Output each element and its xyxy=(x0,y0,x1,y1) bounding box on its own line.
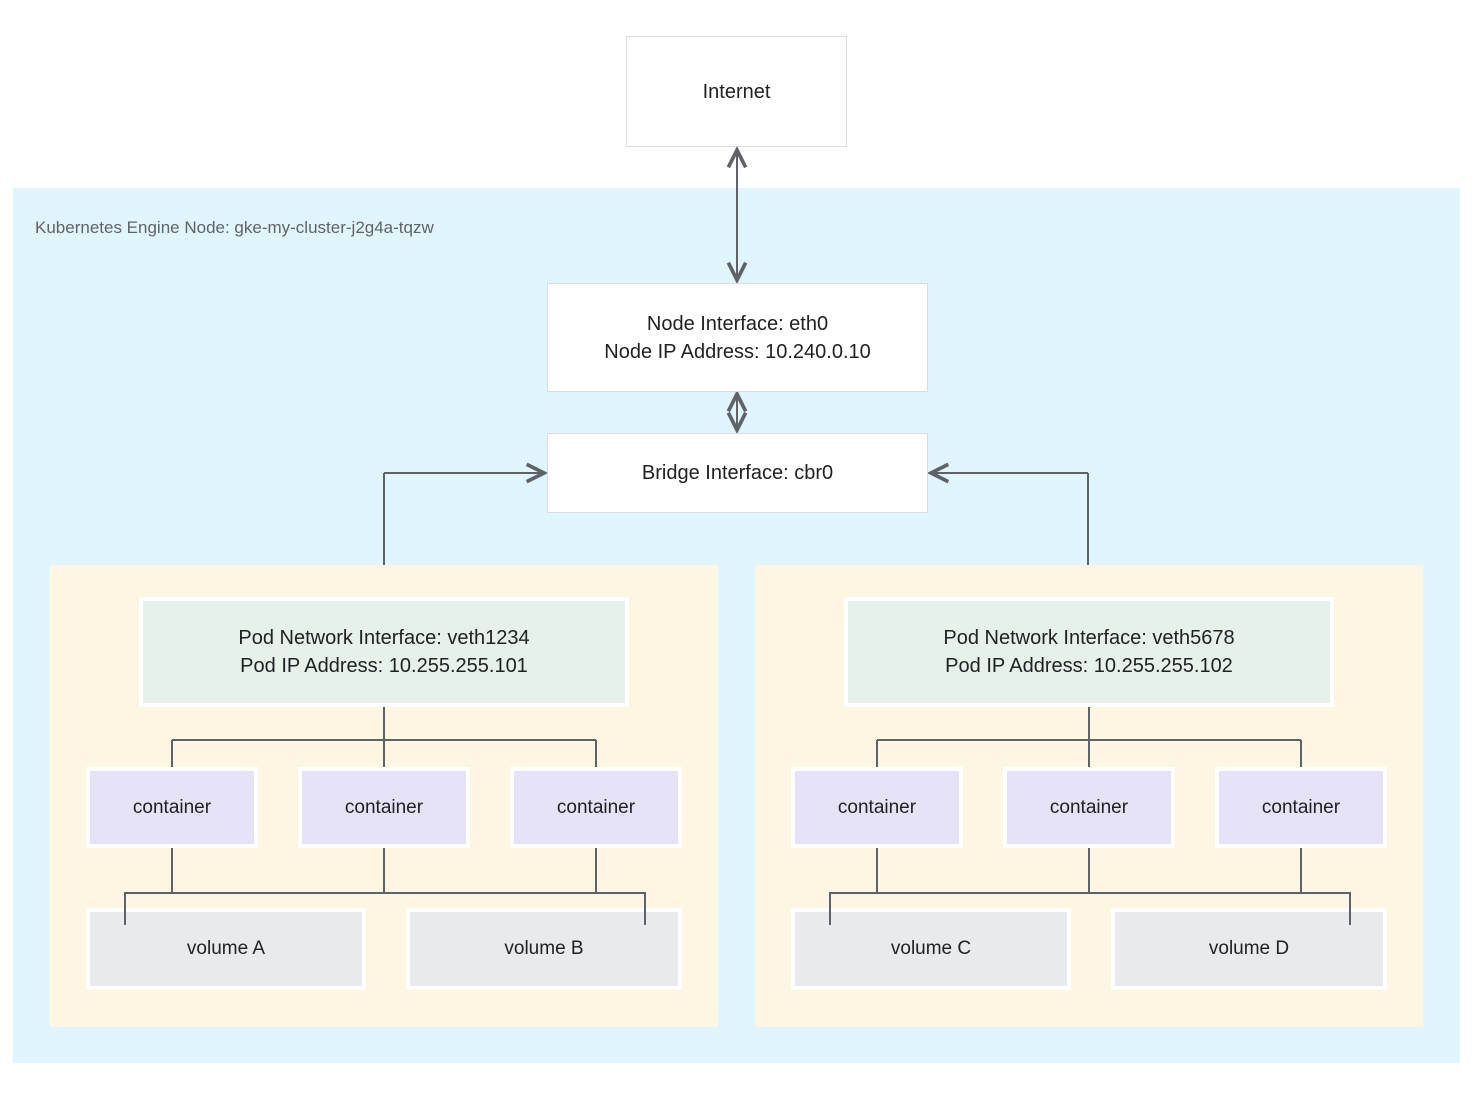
volume-label: volume D xyxy=(1208,938,1290,959)
node-ip-line2: Node IP Address: 10.240.0.10 xyxy=(604,340,871,363)
node-interface-line1: Node Interface: eth0 xyxy=(646,312,829,335)
volume-box: volume D xyxy=(1111,908,1387,990)
container-label: container xyxy=(344,796,424,818)
container-box: container xyxy=(791,767,963,848)
container-label: container xyxy=(1049,796,1129,818)
pod-1: Pod Network Interface: veth1234 Pod IP A… xyxy=(50,565,718,1027)
container-box: container xyxy=(510,767,682,848)
container-box: container xyxy=(1215,767,1387,848)
line-containers-to-volume-bus xyxy=(171,848,597,893)
container-label: container xyxy=(132,796,212,818)
pod-ip-line2: Pod IP Address: 10.255.255.101 xyxy=(240,655,528,677)
pod-network-interface-line1: Pod Network Interface: veth1234 xyxy=(238,627,530,649)
pod-network-interface-box: Pod Network Interface: veth1234 Pod IP A… xyxy=(139,597,629,707)
volume-label: volume C xyxy=(890,938,972,959)
container-label: container xyxy=(556,796,636,818)
volume-label: volume A xyxy=(186,938,266,959)
container-label: container xyxy=(837,796,917,818)
pod-network-interface-box: Pod Network Interface: veth5678 Pod IP A… xyxy=(844,597,1334,707)
line-bus-to-containers xyxy=(171,740,597,767)
pod-ip-line2: Pod IP Address: 10.255.255.102 xyxy=(945,655,1233,677)
volume-box: volume C xyxy=(791,908,1071,990)
container-box: container xyxy=(298,767,470,848)
pod-2: Pod Network Interface: veth5678 Pod IP A… xyxy=(755,565,1423,1027)
line-bus-to-containers xyxy=(876,740,1302,767)
internet-box: Internet xyxy=(626,36,847,147)
kubernetes-node-label: Kubernetes Engine Node: gke-my-cluster-j… xyxy=(35,218,434,237)
bridge-interface-label: Bridge Interface: cbr0 xyxy=(641,462,834,484)
line-containers-to-volume-bus xyxy=(876,848,1302,893)
volume-box: volume B xyxy=(406,908,682,990)
volume-label: volume B xyxy=(504,938,584,959)
volume-box: volume A xyxy=(86,908,366,990)
pod-network-interface-line1: Pod Network Interface: veth5678 xyxy=(943,627,1235,649)
bridge-interface-box: Bridge Interface: cbr0 xyxy=(547,433,928,513)
node-interface-box: Node Interface: eth0 Node IP Address: 10… xyxy=(547,283,928,392)
container-box: container xyxy=(86,767,258,848)
internet-label: Internet xyxy=(702,80,771,103)
container-label: container xyxy=(1261,796,1341,818)
container-box: container xyxy=(1003,767,1175,848)
